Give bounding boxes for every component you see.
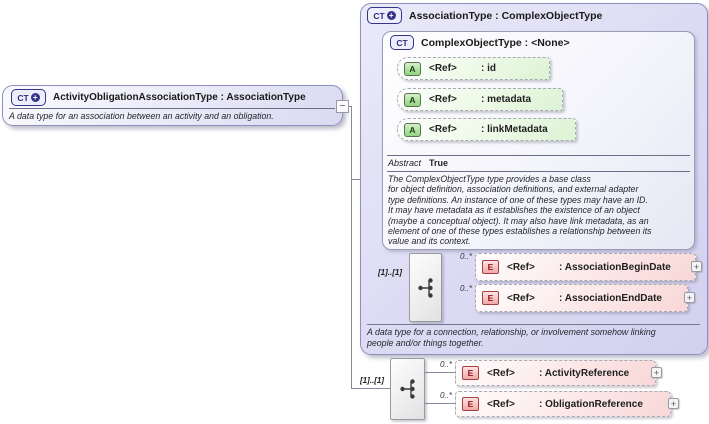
sequence-icon [409, 253, 442, 322]
ct-letters: CT [17, 92, 29, 103]
element-name: : ObligationReference [539, 398, 643, 410]
occurs-label: 0..* [439, 391, 452, 400]
attribute-name: : id [481, 63, 496, 74]
divider [367, 324, 700, 325]
cardinality-label: [1]..[1] [360, 376, 384, 385]
attribute-name: : linkMetadata [481, 124, 548, 135]
ct-letters: CT [373, 10, 385, 21]
element-name: : ActivityReference [539, 367, 630, 379]
ct-plus-icon: CT + [367, 7, 402, 24]
element-icon: E [462, 366, 479, 380]
ref-label: <Ref> [487, 367, 515, 379]
abstract-label: Abstract [388, 158, 422, 168]
ref-label: <Ref> [429, 94, 457, 105]
occurs-label: 0..* [459, 252, 472, 261]
element-row-activityreference[interactable]: E <Ref> : ActivityReference [455, 360, 656, 386]
attribute-icon: A [404, 92, 421, 107]
attribute-icon: A [404, 122, 421, 137]
attribute-row-linkmetadata[interactable]: A <Ref> : linkMetadata [397, 118, 576, 141]
element-name: : AssociationEndDate [559, 292, 662, 304]
element-row-associationbegindate[interactable]: E <Ref> : AssociationBeginDate [475, 253, 696, 281]
element-row-obligationreference[interactable]: E <Ref> : ObligationReference [455, 391, 671, 417]
sequence-glyph [417, 277, 433, 298]
occurs-label: 0..* [439, 360, 452, 369]
plus-dot-icon: + [30, 93, 40, 102]
divider [387, 155, 690, 156]
sequence-icon [390, 358, 425, 420]
derived-type-title: ActivityObligationAssociationType : Asso… [53, 92, 306, 103]
attribute-icon: A [404, 61, 421, 76]
attribute-name: : metadata [481, 94, 532, 105]
ct-icon: CT [390, 35, 414, 50]
divider [9, 108, 335, 109]
expand-button[interactable]: + [668, 398, 679, 409]
ref-label: <Ref> [429, 124, 457, 135]
attribute-row-metadata[interactable]: A <Ref> : metadata [397, 88, 563, 111]
element-name: : AssociationBeginDate [559, 261, 671, 273]
attribute-row-id[interactable]: A <Ref> : id [397, 57, 550, 80]
derived-type-description: A data type for an association between a… [9, 111, 274, 121]
ref-label: <Ref> [429, 63, 457, 74]
plus-dot-icon: + [386, 11, 396, 20]
sequence-glyph [399, 379, 415, 399]
element-icon: E [462, 397, 479, 411]
ref-label: <Ref> [487, 398, 515, 410]
base-type-description: A data type for a connection, relationsh… [367, 327, 656, 348]
ct-plus-icon: CT + [11, 89, 46, 106]
complex-object-type-title: ComplexObjectType : <None> [421, 36, 570, 49]
expand-button[interactable]: + [651, 367, 662, 378]
ref-label: <Ref> [507, 261, 535, 273]
cardinality-label: [1]..[1] [378, 268, 402, 277]
occurs-label: 0..* [459, 284, 472, 293]
abstract-value: True [429, 158, 449, 168]
element-row-associationenddate[interactable]: E <Ref> : AssociationEndDate [475, 284, 688, 312]
collapse-button[interactable]: − [336, 100, 349, 113]
type-documentation: The ComplexObjectType type provides a ba… [388, 174, 652, 247]
derived-type-box: CT + ActivityObligationAssociationType :… [2, 85, 343, 126]
element-icon: E [482, 260, 499, 274]
element-icon: E [482, 291, 499, 305]
base-type-title: AssociationType : ComplexObjectType [409, 9, 603, 22]
divider [387, 171, 690, 172]
expand-button[interactable]: + [691, 261, 702, 272]
ref-label: <Ref> [507, 292, 535, 304]
ct-letters: CT [396, 37, 408, 48]
expand-button[interactable]: + [684, 292, 695, 303]
